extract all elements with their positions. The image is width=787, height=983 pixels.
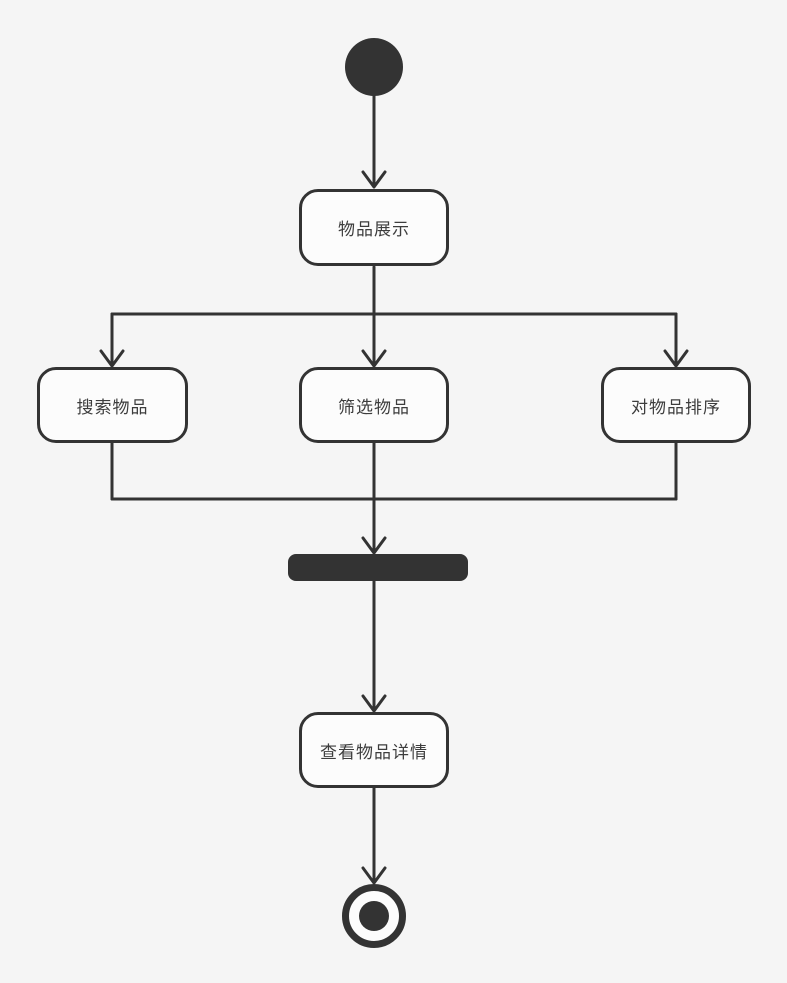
activity-item-display: 物品展示: [299, 189, 449, 266]
edge-detail-to-end: [361, 786, 387, 885]
activity-label: 筛选物品: [338, 397, 410, 417]
edge-join-to-detail: [361, 579, 387, 713]
final-node: [342, 884, 406, 948]
activity-search-items: 搜索物品: [37, 367, 188, 443]
edge-merge-to-join-bar: [110, 441, 678, 555]
edge-start-to-display: [361, 93, 387, 189]
activity-label: 查看物品详情: [320, 742, 428, 762]
activity-label: 物品展示: [338, 220, 410, 239]
activity-filter-items: 筛选物品: [299, 367, 449, 443]
start-node: [345, 38, 403, 96]
edge-fork: [99, 265, 689, 368]
activity-label: 搜索物品: [76, 397, 149, 417]
final-node-dot: [359, 901, 389, 931]
activity-label: 对物品排序: [631, 397, 721, 417]
fork-join-bar: [288, 554, 468, 581]
activity-sort-items: 对物品排序: [601, 367, 751, 443]
activity-view-item-details: 查看物品详情: [299, 712, 449, 788]
